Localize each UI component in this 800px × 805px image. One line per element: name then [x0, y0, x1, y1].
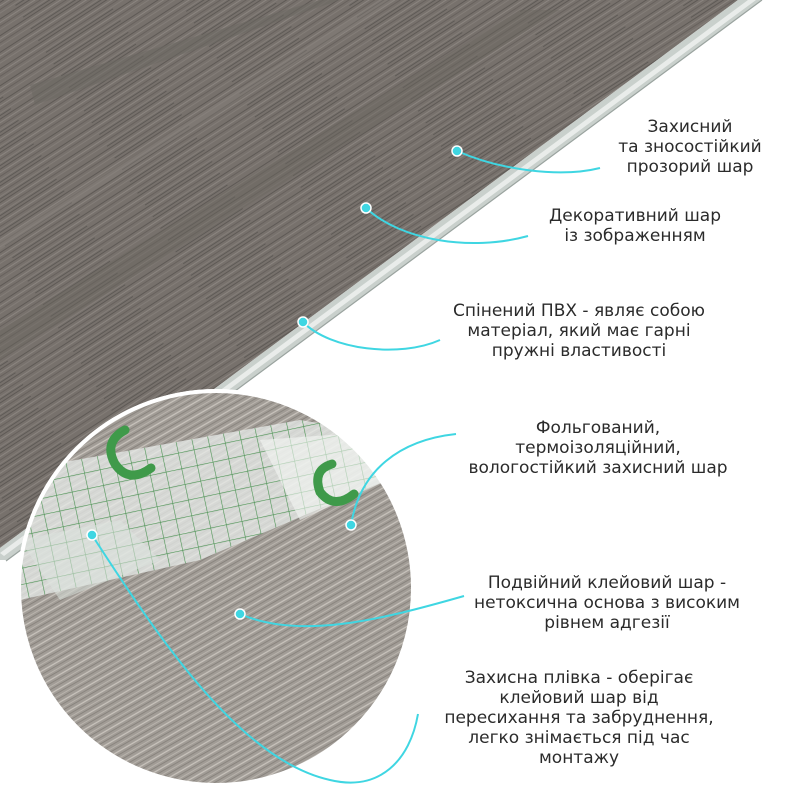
label-line: та зносостійкий [618, 137, 762, 157]
label-foamed-pvc: Спінений ПВХ - являє собою матеріал, яки… [434, 301, 724, 361]
label-line: монтажу [538, 748, 620, 768]
label-line: Декоративний шар [549, 206, 721, 226]
label-adhesive: Подвійний клейовий шар - нетоксична осно… [452, 573, 762, 633]
label-line: термоізоляційний, [515, 438, 681, 458]
label-line: вологостійкий захисний шар [468, 458, 728, 478]
leader-foil [350, 433, 457, 526]
leader-film [91, 534, 419, 784]
label-film: Захисна плівка - оберігає клейовий шар в… [424, 668, 734, 768]
label-line: Захисний [647, 117, 733, 137]
label-line: Захисна плівка - оберігає [464, 668, 694, 688]
label-line: рівнем адгезії [544, 613, 670, 633]
label-decorative: Декоративний шар із зображенням [520, 206, 750, 246]
label-line: клейовий шар від [499, 688, 659, 708]
label-protective-top: Захисний та зносостійкий прозорий шар [600, 117, 780, 177]
label-line: прозорий шар [626, 157, 754, 177]
label-line: нетоксична основа з високим [473, 593, 741, 613]
leader-dot-decorative [360, 202, 372, 214]
leader-dot-foil [345, 519, 357, 531]
label-line: із зображенням [564, 226, 706, 246]
leader-protective-top [456, 150, 601, 174]
label-line: матеріал, який має гарні [467, 321, 691, 341]
leader-decorative [365, 207, 529, 245]
leader-foamed-pvc [302, 321, 441, 351]
magnified-view [17, 389, 415, 787]
label-line: Фольгований, [535, 418, 661, 438]
label-line: пружні властивості [491, 341, 667, 361]
label-line: Спінений ПВХ - являє собою [453, 301, 705, 321]
callout-leaders [86, 145, 601, 784]
label-line: легко знімається під час [468, 728, 690, 748]
leader-dot-film [86, 529, 98, 541]
label-foil: Фольгований, термоізоляційний, вологості… [448, 418, 748, 478]
leader-dot-foamed-pvc [297, 316, 309, 328]
leader-adhesive [239, 595, 465, 628]
label-line: пересихання та забруднення, [444, 708, 714, 728]
leader-dot-protective-top [451, 145, 463, 157]
label-line: Подвійний клейовий шар - [487, 573, 727, 593]
leader-dot-adhesive [234, 608, 246, 620]
